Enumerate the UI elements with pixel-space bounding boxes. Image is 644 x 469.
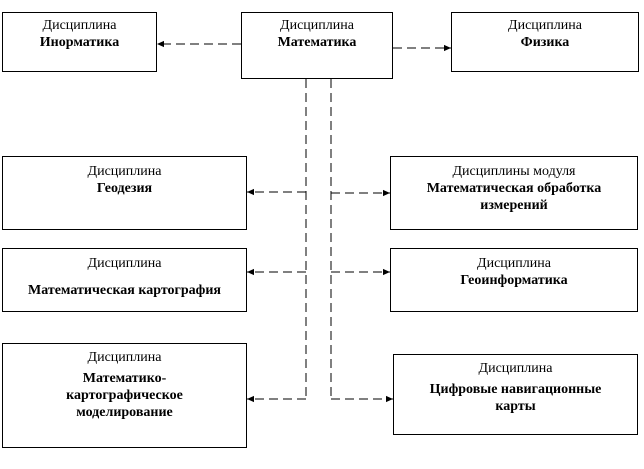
box-math-processing: Дисциплины модуля Математическая обработ… [390, 156, 638, 230]
box-physics-name: Физика [520, 35, 570, 50]
box-mcm-caption: Дисциплина [87, 350, 162, 365]
box-math-cartography: Дисциплина Математическая картография [2, 248, 247, 312]
box-math-cartography-name: Математическая картография [27, 283, 221, 298]
box-math-processing-caption: Дисциплины модуля [452, 164, 576, 179]
box-geodesy-name: Геодезия [96, 181, 153, 196]
box-math-cartography-caption: Дисциплина [87, 256, 162, 271]
box-math-processing-name: Математическая обработка измерений [426, 181, 602, 213]
box-physics-caption: Дисциплина [508, 18, 582, 33]
box-informatics-caption: Дисциплина [42, 18, 117, 33]
box-geodesy: Дисциплина Геодезия [2, 156, 247, 230]
box-mathematics: Дисциплина Математика [241, 12, 393, 79]
box-informatics: Дисциплина Инорматика [2, 12, 157, 72]
box-mathematics-name: Математика [277, 35, 357, 50]
box-geoinformatics-name: Геоинформатика [460, 273, 568, 288]
box-informatics-name: Инорматика [39, 35, 120, 50]
box-math-cartographic-modeling: Дисциплина Математико-картографическое м… [2, 343, 247, 448]
box-geoinformatics: Дисциплина Геоинформатика [390, 248, 638, 312]
box-mcm-name: Математико-картографическое моделировани… [66, 371, 183, 420]
box-geoinformatics-caption: Дисциплина [477, 256, 551, 271]
box-digital-nav-maps: Дисциплина Цифровые навигационные карты [393, 354, 638, 435]
box-physics: Дисциплина Физика [451, 12, 639, 72]
box-geodesy-caption: Дисциплина [87, 164, 162, 179]
box-digital-nav-maps-caption: Дисциплина [478, 361, 553, 376]
box-digital-nav-maps-name: Цифровые навигационные карты [429, 382, 602, 414]
box-mathematics-caption: Дисциплина [280, 18, 354, 33]
